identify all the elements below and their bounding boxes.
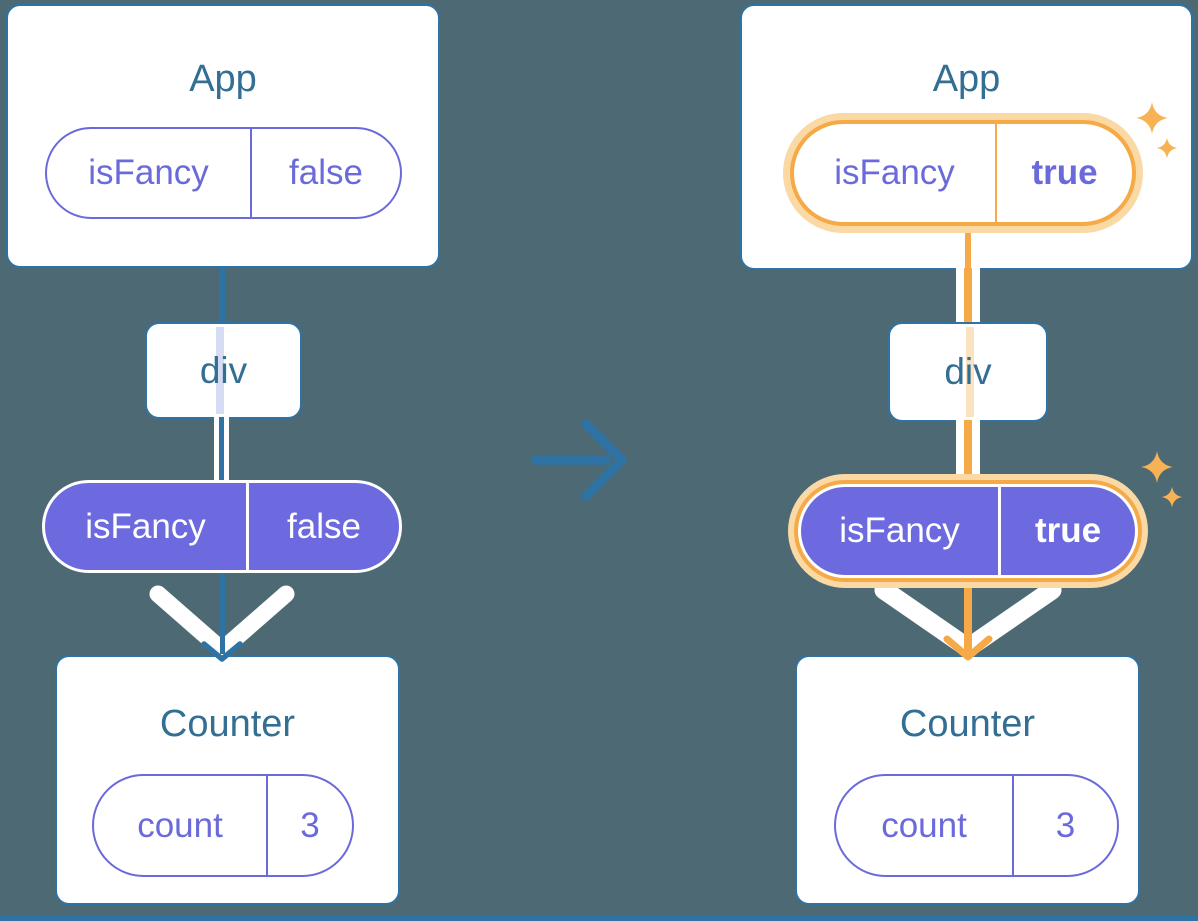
pill-value: true [1034,511,1102,550]
prop-line [964,576,972,652]
render-stem-line [965,228,971,270]
pill-key: count [881,805,967,845]
pill-key: isFancy [88,153,209,192]
pill-value: false [287,506,361,546]
sparkle-icon [1156,137,1178,159]
pill-key: isFancy [834,153,955,192]
app-title: App [189,58,257,100]
app-title: App [932,58,1001,100]
arrow-down-head-icon [201,641,243,662]
pill-value: 3 [300,805,320,845]
counter-title: Counter [159,703,296,745]
prop-line [220,570,225,654]
counter-card: Counter count 3 [795,655,1140,905]
prop-pipe [214,417,229,483]
div-card: div [888,322,1048,422]
pill-divider [246,483,249,570]
pill-key: isFancy [85,506,206,546]
pill-divider [995,124,997,222]
bottom-border-bar [0,915,1198,921]
prop-pill-isfancy: isFancy false [45,127,402,219]
prop-trace-line [966,327,974,417]
counter-title: Counter [899,703,1036,745]
prop-pill-isfancy-highlighted: isFancy true [790,120,1136,226]
prop-pipe [956,420,980,484]
counter-state-pill: count 3 [834,774,1119,877]
prop-trace-line [216,327,224,414]
div-label: div [944,351,992,392]
pill-value: true [1031,153,1098,192]
pill-value: false [289,153,363,192]
pill-divider [998,487,1001,575]
sparkle-icon [1141,451,1173,483]
transition-arrow-icon [531,419,627,501]
pill-key: isFancy [839,511,960,550]
pill-key: count [137,805,223,845]
div-label: div [199,349,248,391]
pill-divider [1012,776,1014,875]
pill-divider [266,776,268,875]
render-stem-line [219,266,225,324]
app-card: App isFancy false [6,4,440,268]
state-pill-passed: isFancy false [42,480,402,573]
sparkle-icon [1136,102,1168,134]
counter-card: Counter count 3 [55,655,400,905]
prop-pipe [956,268,980,324]
counter-state-pill: count 3 [92,774,354,877]
arrow-down-head-icon [943,635,993,661]
state-pill-passed-highlighted: isFancy true [798,484,1138,578]
pill-divider [250,129,252,217]
div-card: div [145,322,302,419]
sparkle-icon [1161,486,1183,508]
pill-value: 3 [1055,805,1076,845]
